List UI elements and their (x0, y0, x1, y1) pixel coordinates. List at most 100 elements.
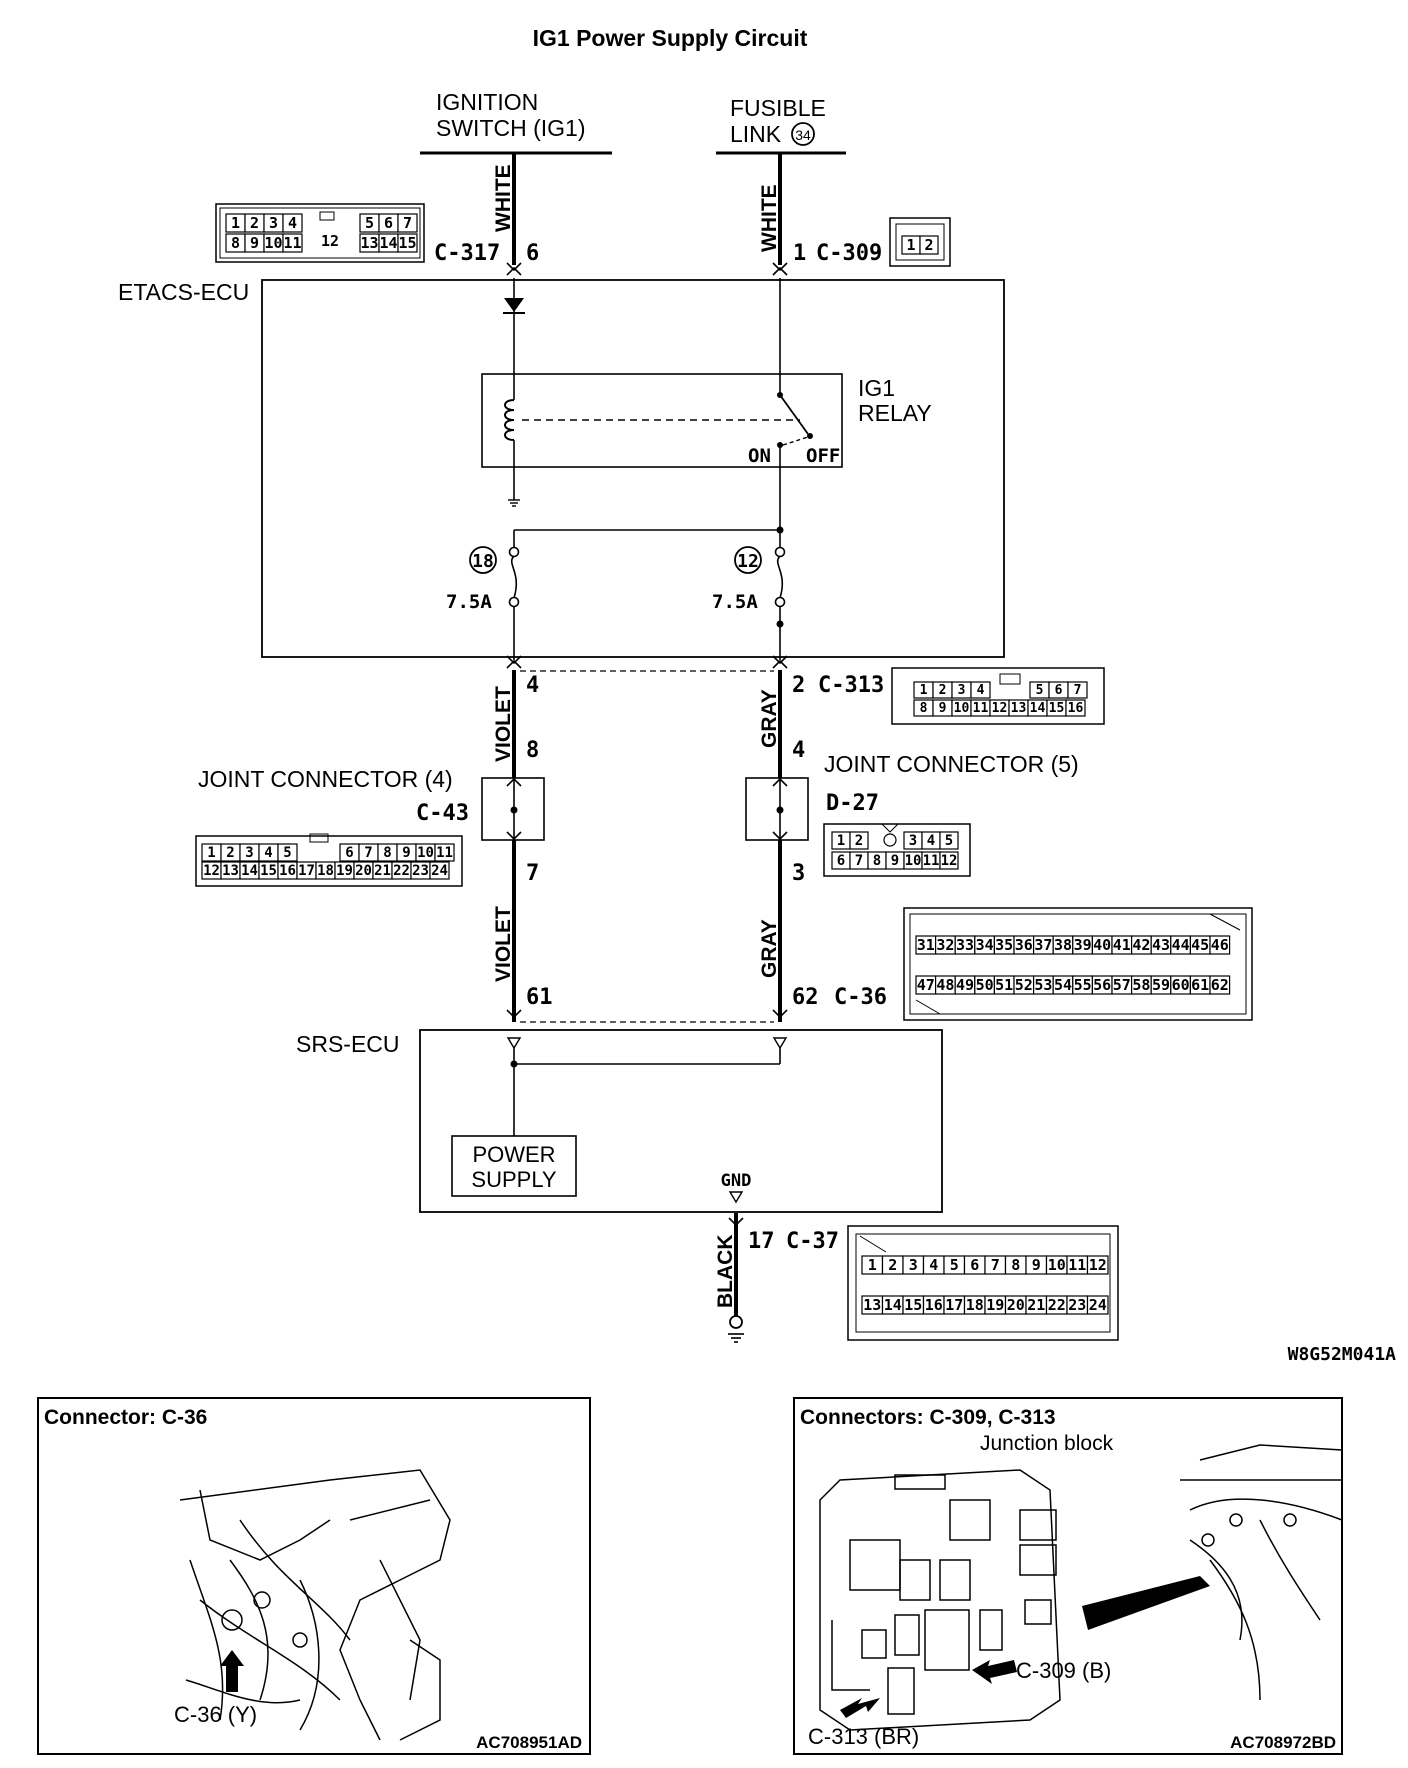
relay-switch-arm (779, 394, 809, 435)
c317-pin-number: 6 (384, 214, 393, 232)
c37-pin-number: 6 (970, 1256, 979, 1274)
c309-pin-number: 1 (906, 236, 915, 254)
c36-pin-number: 54 (1054, 976, 1072, 994)
c313-pin-number: 13 (1011, 701, 1027, 716)
diode-icon (504, 298, 524, 312)
pin-mark-c317-a (506, 262, 522, 272)
c43-pin-number: 23 (412, 863, 429, 879)
c43-pin-number: 10 (417, 845, 434, 861)
c313-pin-cell (1065, 699, 1086, 717)
d27-pin-number: 5 (945, 833, 953, 849)
c43-pin-number: 21 (374, 863, 391, 879)
c43-pin-cell (429, 861, 450, 880)
c37-pin-number: 16 (925, 1296, 943, 1314)
c317-pin-number: 10 (264, 234, 282, 252)
diagram-title: IG1 Power Supply Circuit (533, 25, 808, 51)
pin-mark-c313-right-a (772, 655, 788, 665)
c313-pin-number: 10 (954, 701, 970, 716)
c313-pin-number: 12 (992, 701, 1008, 716)
connector-c309-pin: 1 (793, 241, 806, 266)
pin-mark-d27-top (772, 777, 788, 787)
pin-mark-c313-left-b (506, 659, 522, 669)
c37-pin-number: 20 (1007, 1296, 1025, 1314)
c37-pin-number: 7 (991, 1256, 1000, 1274)
fuse-left-num-circle (469, 546, 497, 574)
c37-pin-number: 21 (1027, 1296, 1045, 1314)
c37-pin-number: 1 (868, 1256, 877, 1274)
c317-pin-number: 8 (231, 234, 240, 252)
c313-pin-number: 2 (939, 683, 947, 698)
pin-mark-c313-left-a (506, 655, 522, 665)
c313-pin-number: 3 (958, 683, 966, 698)
c36-pin-number: 36 (1015, 936, 1033, 954)
relay-coil-icon (504, 399, 515, 441)
c317-pin-number: 13 (360, 234, 378, 252)
c37-pin-number: 17 (945, 1296, 963, 1314)
d27-pin-cell (939, 831, 959, 850)
fuse-right-bottom-term (774, 596, 786, 608)
c37-pin-number: 11 (1068, 1256, 1086, 1274)
joint5-node (776, 806, 784, 814)
pin-mark-c309-b (772, 266, 788, 276)
vehicle-harness-illustration (1180, 1444, 1343, 1701)
connector-c313-pin-right: 2 (792, 673, 805, 698)
panel-right-frame (793, 1397, 1343, 1755)
c43-pin-number: 16 (279, 863, 296, 879)
pin-mark-c36-left (506, 1009, 522, 1019)
c37-pin-number: 19 (986, 1296, 1004, 1314)
c37-pin-number: 22 (1048, 1296, 1066, 1314)
c36-pin-number: 58 (1132, 976, 1150, 994)
c317-pin-number: 2 (250, 214, 259, 232)
c36-pin-number: 55 (1074, 976, 1092, 994)
c313-pin-number: 11 (973, 701, 989, 716)
srs-join-node (510, 1060, 518, 1068)
pin-mark-d27-bottom (772, 831, 788, 841)
d27-pin-number: 11 (923, 853, 940, 869)
c36-pin-number: 34 (976, 936, 994, 954)
zoom-wedge-icon (1082, 1576, 1210, 1630)
c43-pin-number: 12 (203, 863, 220, 879)
c37-pin-number: 13 (863, 1296, 881, 1314)
c317-pin-cell (282, 233, 303, 253)
c317-pin-number: 3 (269, 214, 278, 232)
c36-pin-number: 39 (1074, 936, 1092, 954)
c317-pin-number: 11 (283, 234, 301, 252)
c36-pin-number: 50 (976, 976, 994, 994)
d27-pin-number: 9 (891, 853, 899, 869)
srs-ecu-box (419, 1029, 943, 1213)
c313-pin-number: 1 (920, 683, 928, 698)
joint4-node (510, 806, 518, 814)
d27-pin-number: 1 (837, 833, 845, 849)
c43-pin-number: 19 (336, 863, 353, 879)
c313-pin-number: 14 (1030, 701, 1046, 716)
c317-pin-number: 1 (231, 214, 240, 232)
d27-pin-number: 12 (941, 853, 958, 869)
relay-on-off-dashed (782, 436, 809, 446)
d27-pin-number: 10 (905, 853, 922, 869)
srs-input-left-icon (506, 1037, 522, 1050)
c43-pin-number: 14 (241, 863, 258, 879)
connector-c36-pin-left: 61 (526, 985, 553, 1010)
fuse-left-top-term (508, 546, 520, 558)
c313-pin-number: 15 (1049, 701, 1065, 716)
fuse-left-number: 18 (472, 551, 494, 572)
wire-label-white-left: WHITE (492, 164, 515, 232)
panel-right-callout-c309: C-309 (B) (1016, 1658, 1111, 1683)
c317-pin-number: 12 (321, 232, 339, 250)
connector-c36-label: C-36 (834, 985, 887, 1010)
panel-right-callout-c313: C-313 (BR) (808, 1724, 919, 1749)
c37-pin-number: 5 (950, 1256, 959, 1274)
connector-c317-label: C-317 (434, 241, 500, 266)
connector-c37-pin: 17 (748, 1229, 775, 1254)
c313-pin-number: 8 (920, 701, 928, 716)
c43-pin-number: 1 (207, 845, 215, 861)
c36-pin-number: 45 (1191, 936, 1209, 954)
c37-pin-number: 2 (888, 1256, 897, 1274)
c43-pin-number: 22 (393, 863, 410, 879)
etacs-ecu-box (261, 279, 1005, 658)
c43-pin-number: 11 (436, 845, 453, 861)
c36-pin-number: 43 (1152, 936, 1170, 954)
c36-pin-number: 42 (1132, 936, 1150, 954)
